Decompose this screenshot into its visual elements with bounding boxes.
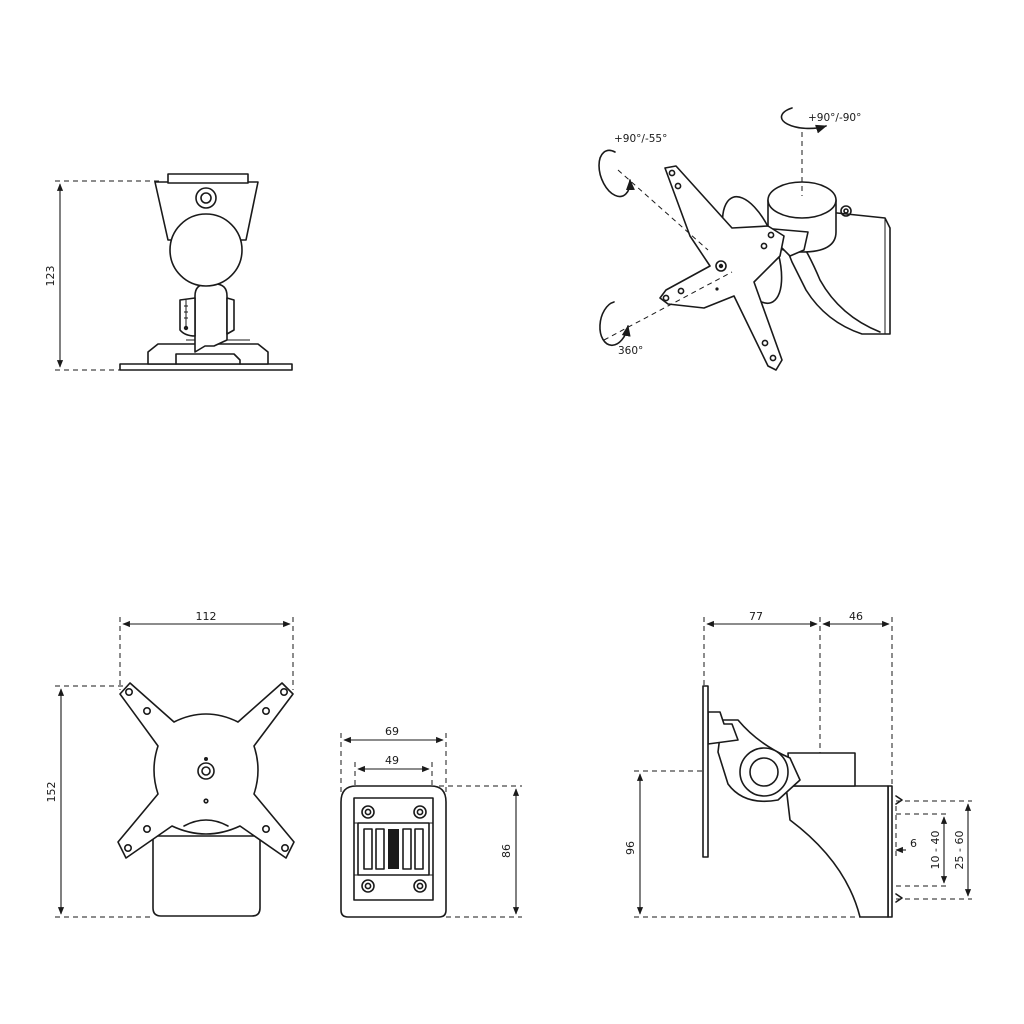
wall-plate-view: 69 49 86 — [340, 725, 522, 918]
plate-height-label: 86 — [500, 844, 513, 858]
range-a-label: 10 - 40 — [929, 831, 942, 870]
front-view: 112 152 — [45, 610, 295, 918]
plate-outer-width-label: 69 — [385, 725, 399, 738]
profile-view: 77 46 96 10 - 40 25 - 60 6 — [624, 610, 972, 918]
side-height-label: 123 — [44, 266, 57, 287]
rotate-label: 360° — [618, 345, 643, 357]
profile-height-label: 96 — [624, 841, 637, 855]
thickness-label: 6 — [910, 837, 917, 850]
profile-depth-b-label: 46 — [849, 610, 863, 623]
swivel-label: +90°/-90° — [808, 112, 861, 124]
range-b-label: 25 - 60 — [953, 831, 966, 870]
tilt-label: +90°/-55° — [614, 133, 667, 145]
side-view: 123 — [44, 173, 293, 371]
front-width-label: 112 — [196, 610, 217, 623]
front-height-label: 152 — [45, 782, 58, 803]
plate-inner-width-label: 49 — [385, 754, 399, 767]
iso-view: +90°/-55° +90°/-90° 360° — [598, 107, 891, 371]
profile-depth-a-label: 77 — [749, 610, 763, 623]
